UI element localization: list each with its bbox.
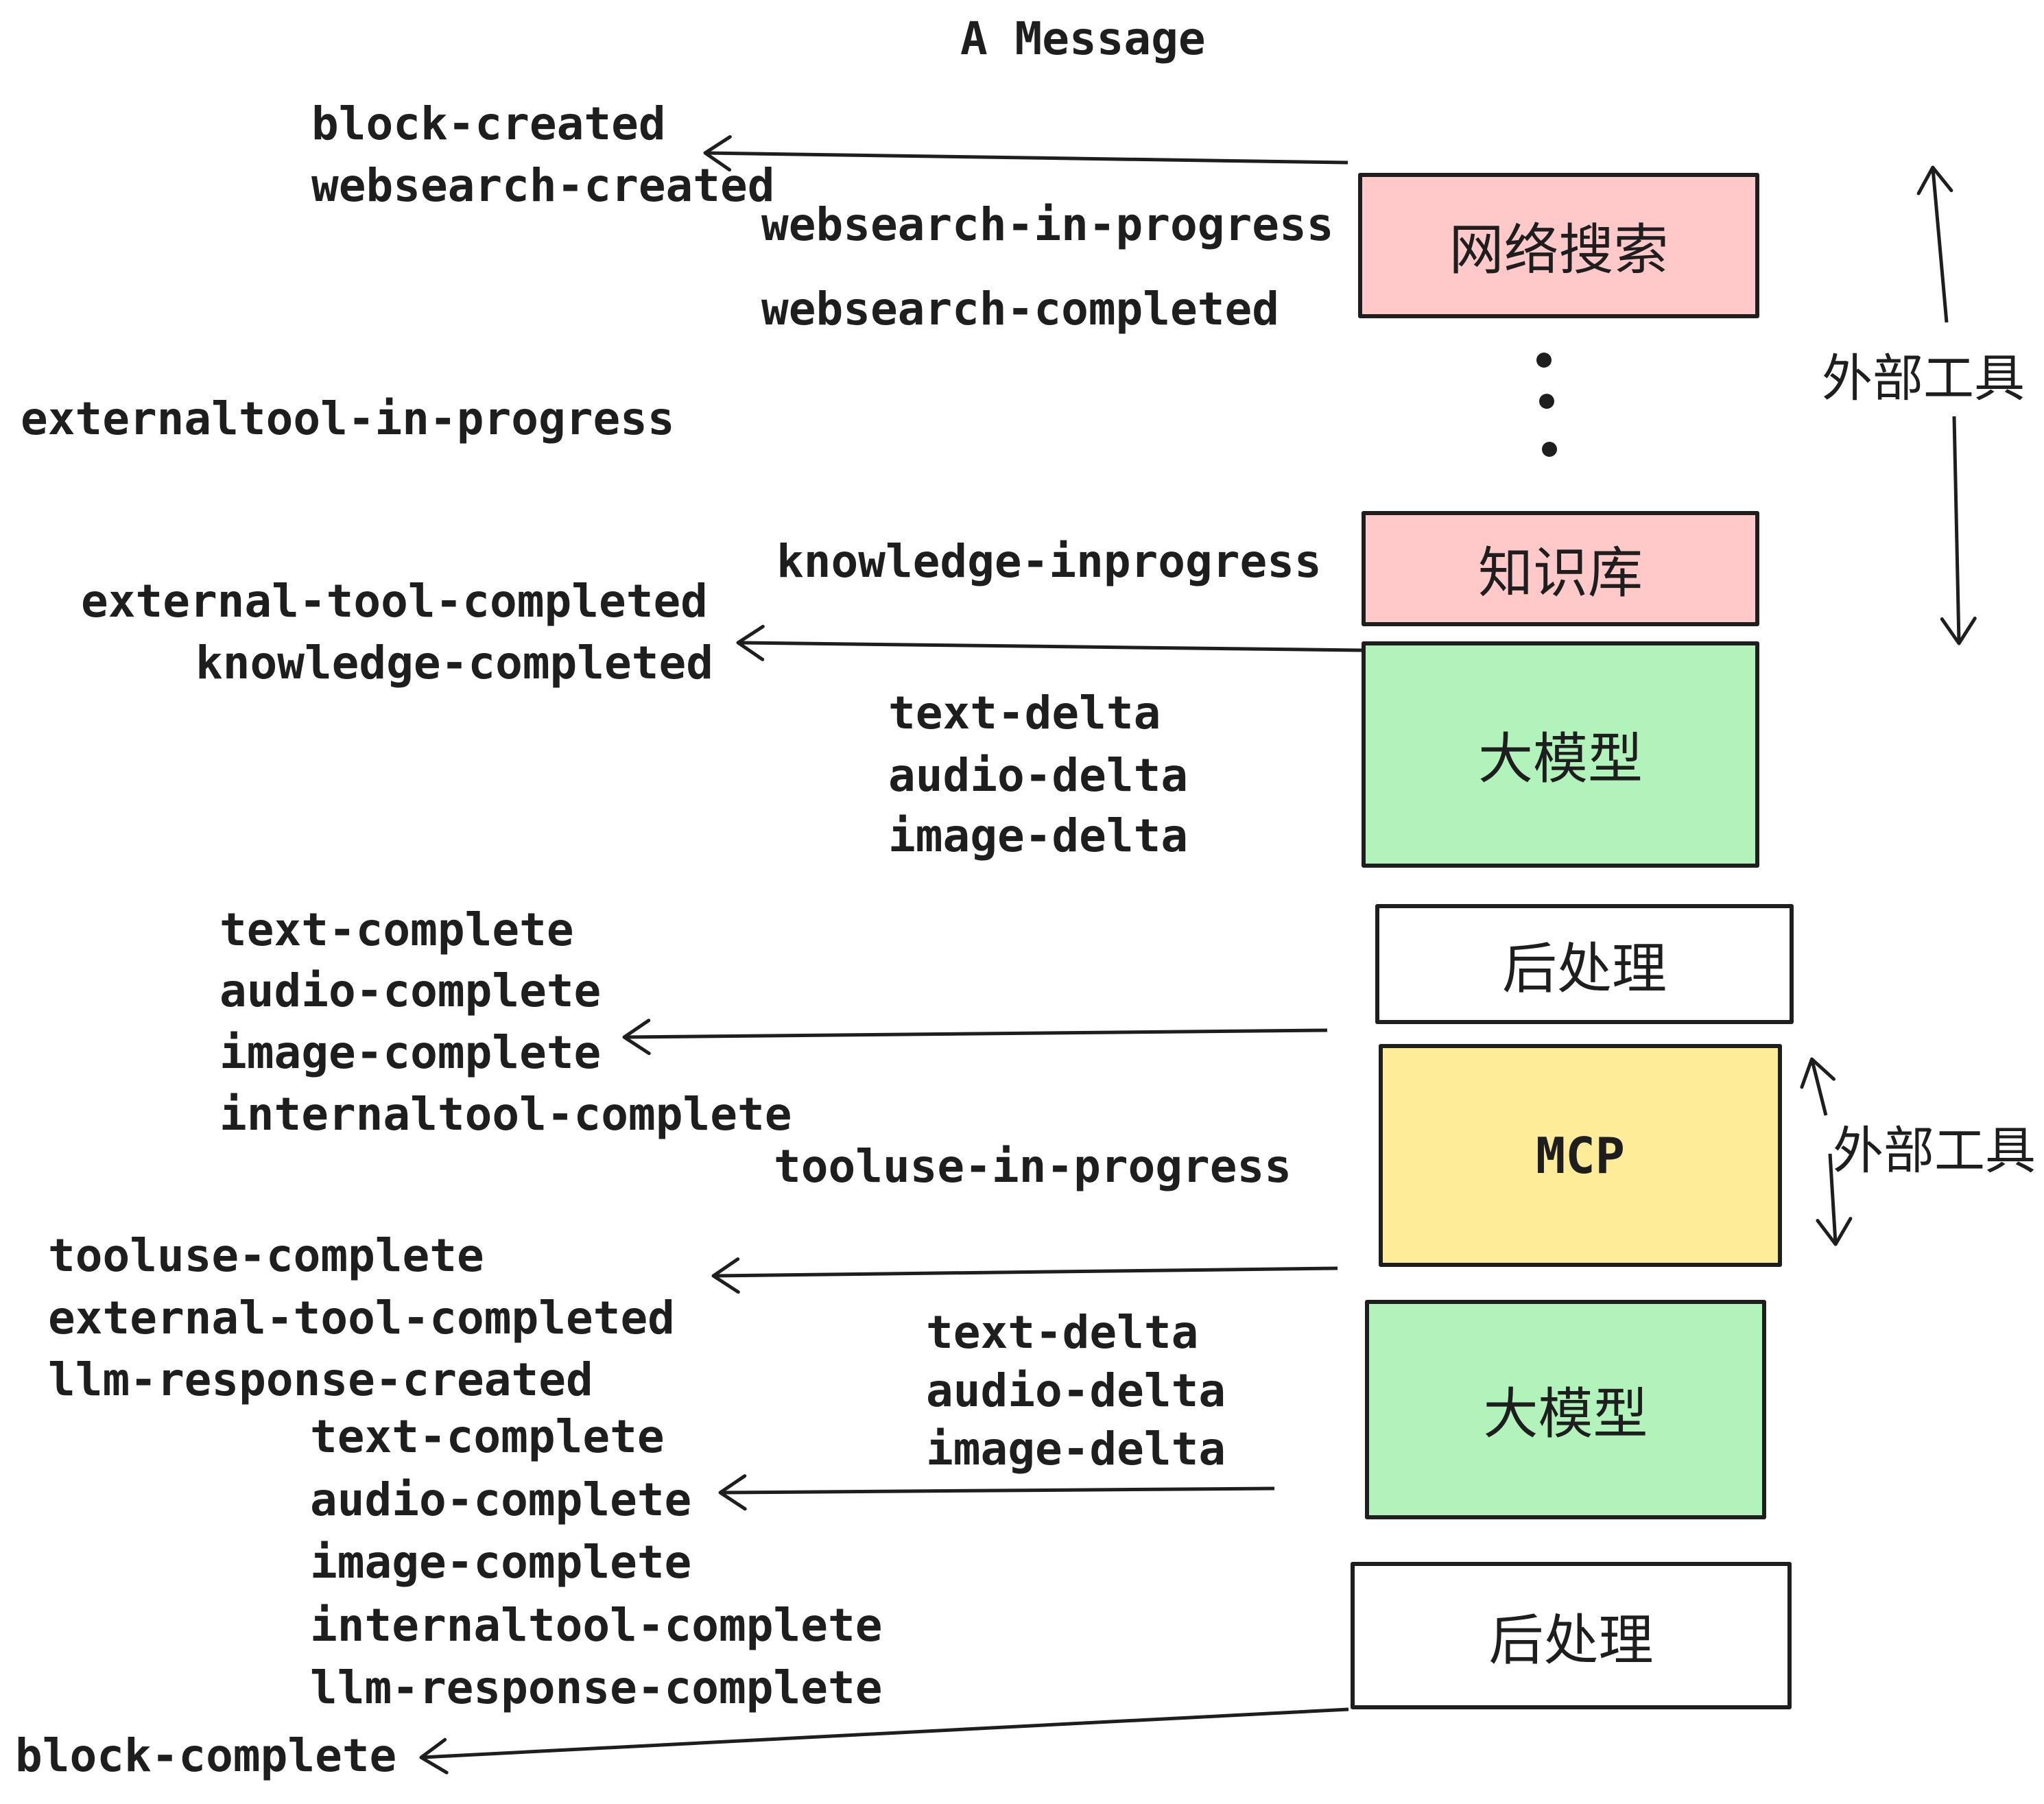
arrow-external-tools-down [1940,416,1977,645]
side-label-external-tools-2: 外部工具 [1833,1121,2036,1180]
event-external-tool-completed-2: external-tool-completed [48,1292,675,1344]
event-image-delta: image-delta [888,809,1189,862]
event-llm-response-created: llm-response-created [48,1353,593,1406]
ellipsis-dot-3 [1542,442,1557,457]
side-label-external-tools: 外部工具 [1822,349,2025,408]
arrow-knowledge-to-completed [736,624,1362,661]
box-mcp: MCP [1379,1044,1782,1267]
box-postprocess-2: 后处理 [1351,1562,1792,1709]
event-llm-response-complete: llm-response-complete [310,1661,883,1714]
event-image-complete-2: image-complete [310,1536,692,1589]
diagram-title: A Message [960,12,1206,65]
box-mcp-label: MCP [1535,1126,1626,1185]
event-audio-delta: audio-delta [888,749,1189,802]
event-internaltool-complete-2: internaltool-complete [310,1599,883,1652]
box-websearch-label: 网络搜索 [1449,218,1669,282]
event-external-tool-completed: external-tool-completed [81,575,708,628]
box-llm-1-label: 大模型 [1478,727,1643,791]
event-image-delta-2: image-delta [926,1423,1226,1475]
arrow-post2-to-block-complete [419,1707,1349,1775]
event-websearch-in-progress: websearch-in-progress [761,198,1334,251]
event-text-complete-2: text-complete [310,1410,665,1463]
arrow-external-tools-up [1916,165,1953,323]
arrow-external-tools-2-up [1800,1057,1836,1116]
arrow-websearch-to-created [703,135,1348,172]
event-audio-delta-2: audio-delta [926,1364,1226,1417]
arrow-post1-to-image-complete [622,1019,1328,1056]
event-image-complete: image-complete [219,1026,602,1079]
event-audio-complete: audio-complete [219,964,602,1017]
box-postprocess-1: 后处理 [1375,904,1794,1024]
event-tooluse-complete: tooluse-complete [48,1229,484,1282]
box-llm-1: 大模型 [1362,641,1759,868]
event-text-complete: text-complete [219,903,574,956]
box-postprocess-2-label: 后处理 [1488,1608,1654,1672]
event-block-complete: block-complete [15,1729,397,1782]
box-knowledge-label: 知识库 [1478,541,1643,605]
event-knowledge-inprogress: knowledge-inprogress [776,535,1322,588]
event-text-delta-2: text-delta [926,1306,1199,1359]
event-websearch-created: websearch-created [311,159,775,212]
arrow-llm2-to-audio-complete [718,1474,1275,1511]
box-knowledge: 知识库 [1362,511,1759,626]
event-knowledge-completed: knowledge-completed [195,637,713,689]
event-audio-complete-2: audio-complete [310,1473,692,1526]
box-websearch: 网络搜索 [1358,173,1759,318]
event-text-delta: text-delta [888,687,1161,739]
event-block-created: block-created [311,97,666,150]
box-llm-2-label: 大模型 [1483,1382,1648,1446]
box-llm-2: 大模型 [1365,1300,1766,1519]
box-postprocess-1-label: 后处理 [1502,936,1667,1001]
arrow-mcp-to-tooluse-complete [711,1257,1338,1294]
ellipsis-dot-1 [1536,353,1552,368]
event-externaltool-in-progress: externaltool-in-progress [21,392,675,445]
event-internaltool-complete: internaltool-complete [219,1088,792,1141]
ellipsis-dot-2 [1539,394,1554,409]
event-tooluse-in-progress: tooluse-in-progress [774,1140,1292,1193]
event-websearch-completed: websearch-completed [761,283,1279,335]
